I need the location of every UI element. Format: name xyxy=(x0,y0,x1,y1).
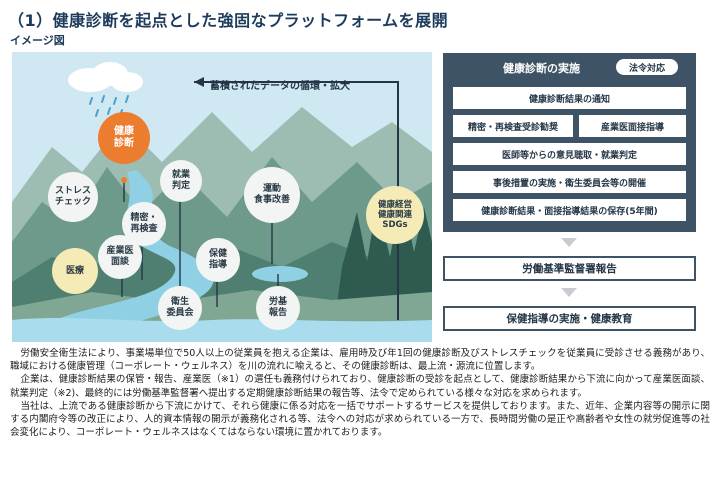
bubble-rokihokoku: 労基 報告 xyxy=(256,286,300,330)
paragraph-1: 労働安全衛生法により、事業場単位で50人以上の従業員を抱える企業は、雇用時及び年… xyxy=(10,348,710,373)
bubble-sangyoi-mendan: 産業医 面談 xyxy=(98,235,142,279)
image-caption: イメージ図 xyxy=(10,34,65,47)
bubble-iryo: 医療 xyxy=(52,248,98,294)
bubble-stress-check: ストレス チェック xyxy=(48,172,98,222)
panel-item-seimitsu: 精密・再検査受診勧奨 xyxy=(453,115,573,137)
landscape-graphic xyxy=(12,52,432,342)
paragraph-2: 企業は、健康診断結果の保管・報告、産業医（※1）の選任も義務付けられており、健康… xyxy=(10,374,710,399)
panel-title: 健康診断の実施 xyxy=(503,62,580,75)
panel-item-notice: 健康診断結果の通知 xyxy=(453,87,686,109)
river-illustration: 蓄積されたデータの循環・拡大 健康 診断 ストレス チェック 就業 判定 精密・… xyxy=(12,52,432,342)
flow-label: 蓄積されたデータの循環・拡大 xyxy=(210,81,350,92)
bubble-kenko-shindan: 健康 診断 xyxy=(98,112,150,164)
page-title: （1）健康診断を起点とした強固なプラットフォームを展開 xyxy=(8,11,449,30)
bubble-seimitsu: 精密・ 再検査 xyxy=(122,202,166,246)
panel-item-opinion: 医師等からの意見聴取・就業判定 xyxy=(453,143,686,165)
health-check-panel: 健康診断の実施 法令対応 健康診断結果の通知 精密・再検査受診勧奨 産業医面接指… xyxy=(443,53,696,232)
panel-item-sangyoi: 産業医面接指導 xyxy=(579,115,686,137)
bubble-hoken-shido: 保健 指導 xyxy=(196,238,240,282)
down-arrow-icon xyxy=(561,238,577,247)
body-text: 労働安全衛生法により、事業場単位で50人以上の従業員を抱える企業は、雇用時及び年… xyxy=(10,347,710,439)
bubble-undo: 運動 食事改善 xyxy=(244,167,300,223)
down-arrow-icon xyxy=(561,288,577,297)
labor-office-report-box: 労働基準監督署報告 xyxy=(443,256,696,281)
bubble-shugyo-hantei: 就業 判定 xyxy=(160,160,202,202)
panel-item-after: 事後措置の実施・衛生委員会等の開催 xyxy=(453,171,686,193)
bubble-sdgs: 健康経営 健康関連 SDGs xyxy=(366,186,424,244)
health-guidance-box: 保健指導の実施・健康教育 xyxy=(443,306,696,331)
panel-item-storage: 健康診断結果・面接指導結果の保存(5年間) xyxy=(453,199,686,221)
paragraph-3: 当社は、上流である健康診断から下流にかけて、それら健康に係る対応を一括でサポート… xyxy=(10,400,710,439)
legal-compliance-badge: 法令対応 xyxy=(616,59,678,75)
bubble-eisei-iinkai: 衛生 委員会 xyxy=(158,286,202,330)
